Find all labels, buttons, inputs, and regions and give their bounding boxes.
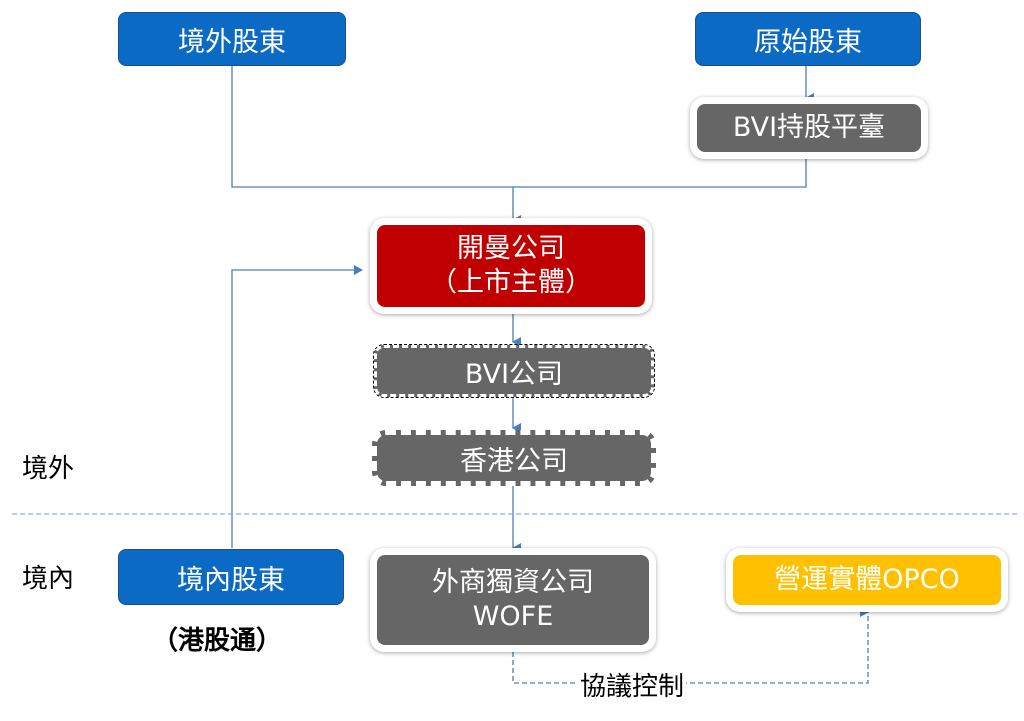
node-cayman-listed-company[interactable]: 開曼公司 （上市主體） — [370, 218, 652, 314]
node-label: 開曼公司 — [457, 233, 565, 265]
vie-control-label: 協議控制 — [578, 666, 687, 703]
node-sublabel: （上市主體） — [430, 267, 592, 298]
node-hk-company[interactable]: 香港公司 — [372, 430, 656, 486]
edge-bvi-platform-to-merge — [513, 156, 807, 188]
node-label: 營運實體OPCO — [774, 564, 960, 596]
node-domestic-shareholders[interactable]: 境內股東 — [118, 549, 344, 605]
domestic-shareholders-note: （港股通） — [152, 626, 283, 656]
region-label-onshore: 境內 — [22, 564, 75, 594]
node-label: 原始股東 — [754, 26, 862, 58]
node-label: 香港公司 — [460, 445, 568, 477]
node-original-shareholders[interactable]: 原始股東 — [695, 12, 921, 66]
node-label: BVI持股平臺 — [732, 112, 886, 144]
node-label: 境外股東 — [178, 26, 286, 58]
node-wofe[interactable]: 外商獨資公司 WOFE — [370, 548, 656, 652]
edge-domestic-to-cayman — [231, 265, 363, 548]
node-offshore-shareholders[interactable]: 境外股東 — [118, 12, 346, 66]
node-label: 外商獨資公司 — [432, 567, 594, 599]
node-label: 境內股東 — [177, 564, 285, 596]
node-label: BVI公司 — [464, 358, 564, 390]
node-bvi-holding-platform[interactable]: BVI持股平臺 — [690, 97, 928, 159]
node-bvi-company[interactable]: BVI公司 — [373, 344, 655, 398]
edge-offshore-to-merge — [231, 66, 513, 188]
region-label-offshore: 境外 — [22, 454, 75, 484]
node-opco[interactable]: 營運實體OPCO — [726, 548, 1008, 612]
node-sublabel: WOFE — [472, 601, 554, 632]
edge-vie-control — [512, 607, 869, 684]
